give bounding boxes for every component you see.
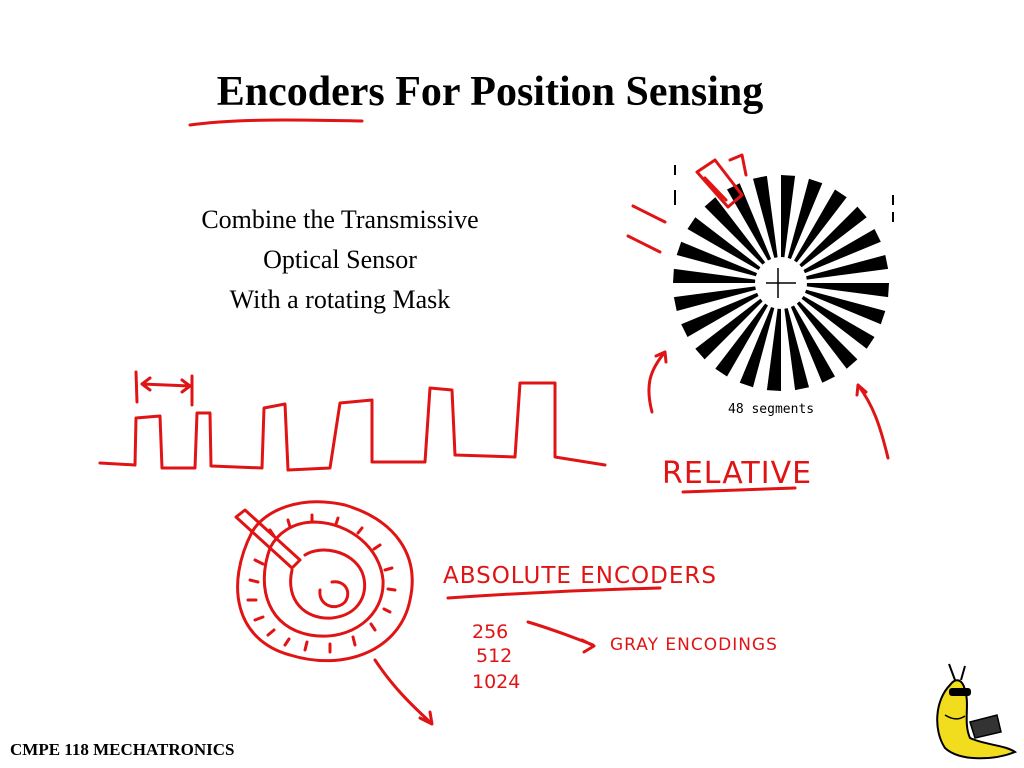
- sensor-sketch: [695, 153, 748, 209]
- gray-encodings-label: GRAY ENCODINGS: [610, 635, 778, 655]
- wheel-segment-count: 48 segments: [728, 402, 815, 417]
- wheel-segment: [781, 175, 796, 258]
- wheel-segment: [806, 255, 889, 280]
- wheel-segment: [784, 308, 809, 391]
- wheel-segment: [806, 283, 889, 298]
- wheel-segment: [753, 175, 778, 258]
- period-marker: [134, 370, 194, 407]
- wheel-segment: [727, 183, 772, 261]
- slide-body: Combine the Transmissive Optical Sensor …: [150, 200, 530, 320]
- wheel-segments: [673, 175, 889, 391]
- course-footer: CMPE 118 MECHATRONICS: [10, 740, 235, 759]
- wheel-segment: [673, 286, 756, 311]
- wheel-segment: [801, 296, 875, 349]
- absolute-disk-mid: [262, 520, 385, 638]
- wheel-segment: [687, 217, 761, 270]
- wheel-segment: [681, 292, 759, 337]
- wheel-segment: [715, 303, 768, 377]
- body-line-1: Combine the Transmissive: [201, 205, 479, 234]
- wheel-segment: [790, 305, 835, 383]
- slide-title: Encoders For Position Sensing: [216, 69, 764, 115]
- light-beam-1: [631, 204, 667, 224]
- wheel-segment: [695, 298, 763, 360]
- relative-underline: [681, 486, 797, 494]
- wheel-segment: [794, 189, 847, 263]
- rotation-arrow-left: [647, 350, 668, 414]
- absolute-disk-outer: [236, 500, 414, 663]
- wheel-segment: [676, 241, 757, 277]
- body-line-3: With a rotating Mask: [229, 285, 451, 314]
- resolution-1024: 1024: [472, 671, 520, 693]
- absolute-underline: [446, 586, 662, 600]
- wheel-segment: [799, 206, 867, 268]
- absolute-disk-core: [318, 580, 350, 609]
- wheel-segment: [805, 289, 886, 325]
- absolute-disk-inner: [289, 548, 367, 620]
- absolute-encoders-label: ABSOLUTE ENCODERS: [443, 563, 717, 589]
- wheel-segment: [673, 268, 756, 283]
- rotation-arrow-right: [855, 383, 890, 460]
- absolute-disk-sensor: [234, 508, 302, 570]
- banana-slug-mascot-icon: [936, 663, 1018, 760]
- wheel-segment: [803, 229, 881, 274]
- resolution-256: 256: [472, 621, 508, 643]
- resolution-512: 512: [476, 645, 512, 667]
- absolute-disk-ticks: [246, 513, 397, 654]
- body-line-2: Optical Sensor: [263, 245, 417, 274]
- square-wave: [98, 381, 607, 472]
- gray-arrow: [526, 620, 596, 654]
- wheel-segment: [704, 197, 766, 265]
- wheel-segment: [739, 307, 775, 388]
- light-beam-2: [626, 234, 662, 254]
- wheel-segment: [787, 178, 823, 259]
- wheel-segment: [766, 308, 781, 391]
- wheel-segment: [796, 301, 858, 369]
- absolute-disk-arrow: [373, 658, 434, 726]
- relative-label: RELATIVE: [662, 456, 812, 491]
